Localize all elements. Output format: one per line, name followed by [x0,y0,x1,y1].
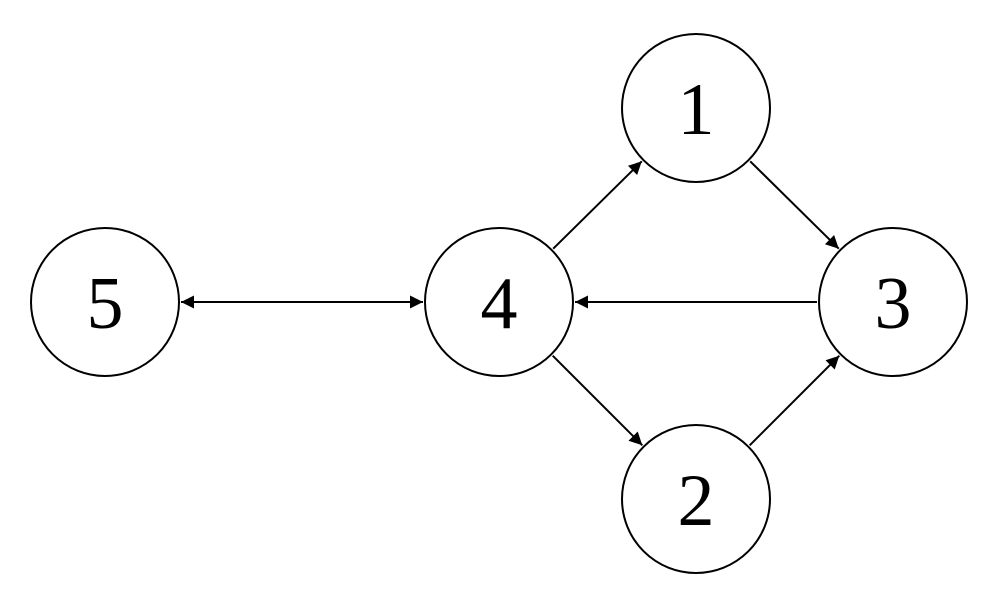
edge-2-to-3 [748,354,841,447]
node-1: 1 [621,33,771,183]
node-2: 2 [621,424,771,574]
edge-4-to-2 [551,354,644,447]
node-circle [818,227,968,377]
node-5: 5 [30,227,180,377]
node-circle [424,227,574,377]
nodes: 1 2 3 4 5 [30,33,968,574]
node-label: 1 [678,69,715,151]
node-label: 2 [678,460,715,542]
node-label: 4 [481,263,518,345]
node-circle [621,33,771,183]
node-label: 3 [875,263,912,345]
edge-1-to-3 [749,160,840,250]
edge-4-to-1 [552,160,643,250]
node-circle [621,424,771,574]
node-circle [30,227,180,377]
node-label: 5 [87,263,124,345]
node-3: 3 [818,227,968,377]
node-4: 4 [424,227,574,377]
edges [181,160,841,447]
